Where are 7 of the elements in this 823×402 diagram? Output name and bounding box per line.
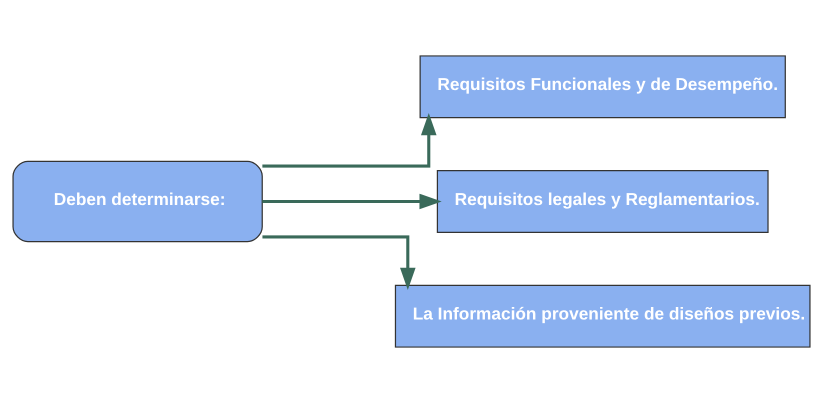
node-box: La Información proveniente de diseños previos.: [394, 284, 811, 348]
node-box: Deben determinarse:: [12, 160, 263, 242]
node-box: Requisitos legales y Reglamentarios.: [436, 170, 769, 232]
node-box: Requisitos Funcionales y de Desempeño.: [420, 54, 786, 118]
arrow: [262, 193, 442, 209]
arrow: [262, 112, 437, 168]
arrow: [262, 234, 416, 290]
